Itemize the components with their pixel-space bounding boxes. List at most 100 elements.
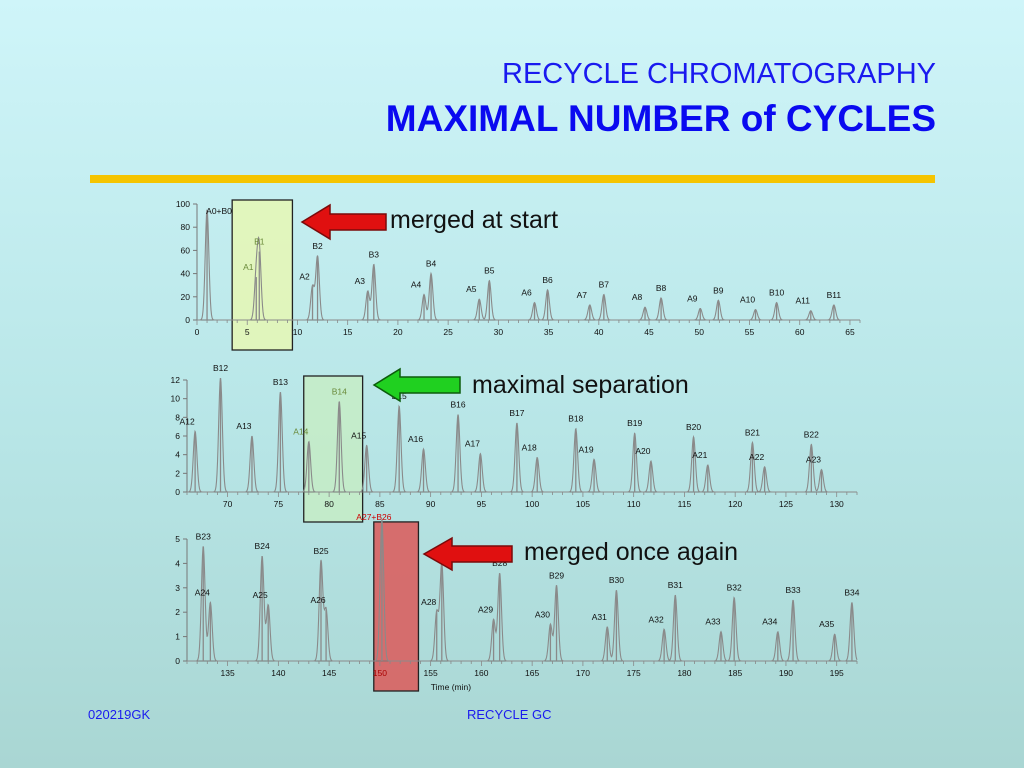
y-tick-label: 40: [181, 269, 191, 279]
peak-label: B5: [484, 266, 495, 276]
peak-label: A6: [521, 288, 532, 298]
x-tick-label: 80: [324, 499, 334, 509]
peak-label: A22: [749, 452, 764, 462]
peak-label: B32: [727, 583, 742, 593]
x-tick-label: 115: [678, 499, 692, 509]
peak-label: B12: [213, 363, 228, 373]
peak-label: A2: [299, 271, 310, 281]
x-tick-label: 40: [594, 327, 604, 337]
y-tick-label: 3: [175, 583, 180, 593]
peak-label: B6: [542, 275, 553, 285]
peak-label: A31: [592, 612, 607, 622]
slide-title-line1: RECYCLE CHROMATOGRAPHY: [502, 58, 936, 90]
peak-label: A29: [478, 605, 493, 615]
peak-label: A16: [408, 434, 423, 444]
peak-label: B4: [426, 259, 437, 269]
x-tick-label: 175: [627, 668, 641, 678]
x-tick-label: 155: [424, 668, 438, 678]
peak-label: B31: [668, 580, 683, 590]
x-tick-label: 105: [576, 499, 590, 509]
y-tick-label: 0: [175, 656, 180, 666]
peak-label: B25: [313, 546, 328, 556]
peak-label: A10: [740, 295, 755, 305]
peak-label: A15: [351, 430, 366, 440]
peak-label: A8: [632, 292, 643, 302]
peak-label: B18: [568, 414, 583, 424]
y-tick-label: 6: [175, 431, 180, 441]
y-tick-label: 20: [181, 292, 191, 302]
peak-label: A27+B26: [356, 512, 391, 522]
y-tick-label: 80: [181, 222, 191, 232]
peak-label: B29: [549, 570, 564, 580]
footer-title: RECYCLE GC: [467, 707, 552, 722]
y-tick-label: 2: [175, 468, 180, 478]
annotation-maximal-separation: maximal separation: [472, 371, 689, 399]
peak-label: A21: [692, 450, 707, 460]
peak-label: A0+B0: [206, 206, 232, 216]
x-tick-label: 55: [745, 327, 755, 337]
y-tick-label: 12: [171, 375, 181, 385]
peak-label: B28: [492, 558, 507, 568]
red-arrow-icon: [422, 536, 513, 572]
x-tick-label: 100: [525, 499, 539, 509]
peak-label: A33: [705, 617, 720, 627]
chromatogram-trace: [187, 519, 858, 662]
x-tick-label: 70: [223, 499, 233, 509]
x-tick-label: 95: [477, 499, 487, 509]
x-tick-label: 85: [375, 499, 385, 509]
peak-label: A3: [355, 276, 366, 286]
x-tick-label: 160: [474, 668, 488, 678]
x-tick-label: 65: [845, 327, 855, 337]
peak-label: A35: [819, 619, 834, 629]
peak-label: B23: [196, 531, 211, 541]
peak-label: B21: [745, 428, 760, 438]
slide-title-line2: MAXIMAL NUMBER of CYCLES: [385, 98, 936, 139]
peak-label: B22: [804, 429, 819, 439]
peak-label: A24: [195, 587, 210, 597]
peak-label: A4: [411, 279, 422, 289]
peak-label: A11: [796, 296, 811, 306]
peak-label: B14: [332, 386, 347, 396]
x-tick-label: 185: [728, 668, 742, 678]
x-tick-label: 35: [544, 327, 554, 337]
x-tick-label: 25: [443, 327, 453, 337]
peak-label: A30: [535, 609, 550, 619]
x-tick-label: 165: [525, 668, 539, 678]
peak-label: A25: [253, 590, 268, 600]
x-tick-label: 130: [830, 499, 844, 509]
x-tick-label: 140: [271, 668, 285, 678]
peak-label: A13: [236, 421, 251, 431]
footer-code: 020219GK: [88, 707, 151, 722]
peak-label: B7: [599, 279, 610, 289]
peak-label: B20: [686, 422, 701, 432]
peak-label: B33: [785, 585, 800, 595]
chromatogram-trace: [197, 209, 860, 321]
x-tick-label: 15: [343, 327, 353, 337]
peak-label: A28: [421, 597, 436, 607]
peak-label: B10: [769, 288, 784, 298]
highlight-box: [303, 375, 364, 523]
x-tick-label: 50: [695, 327, 705, 337]
peak-label: A32: [649, 614, 664, 624]
y-tick-label: 0: [185, 315, 190, 325]
peak-label: B9: [713, 285, 724, 295]
peak-label: B34: [844, 587, 859, 597]
x-tick-label: 10: [293, 327, 303, 337]
y-tick-label: 60: [181, 245, 191, 255]
y-tick-label: 2: [175, 607, 180, 617]
x-tick-label: 90: [426, 499, 436, 509]
peak-label: A9: [687, 293, 698, 303]
x-axis-label: Time (min): [431, 682, 471, 692]
highlight-box: [231, 199, 294, 351]
x-tick-label: 20: [393, 327, 403, 337]
y-tick-label: 100: [176, 199, 190, 209]
x-tick-label: 120: [728, 499, 742, 509]
y-tick-label: 0: [175, 487, 180, 497]
y-tick-label: 5: [175, 534, 180, 544]
peak-label: B11: [827, 290, 842, 300]
x-tick-label: 145: [322, 668, 336, 678]
x-tick-label: 195: [830, 668, 844, 678]
